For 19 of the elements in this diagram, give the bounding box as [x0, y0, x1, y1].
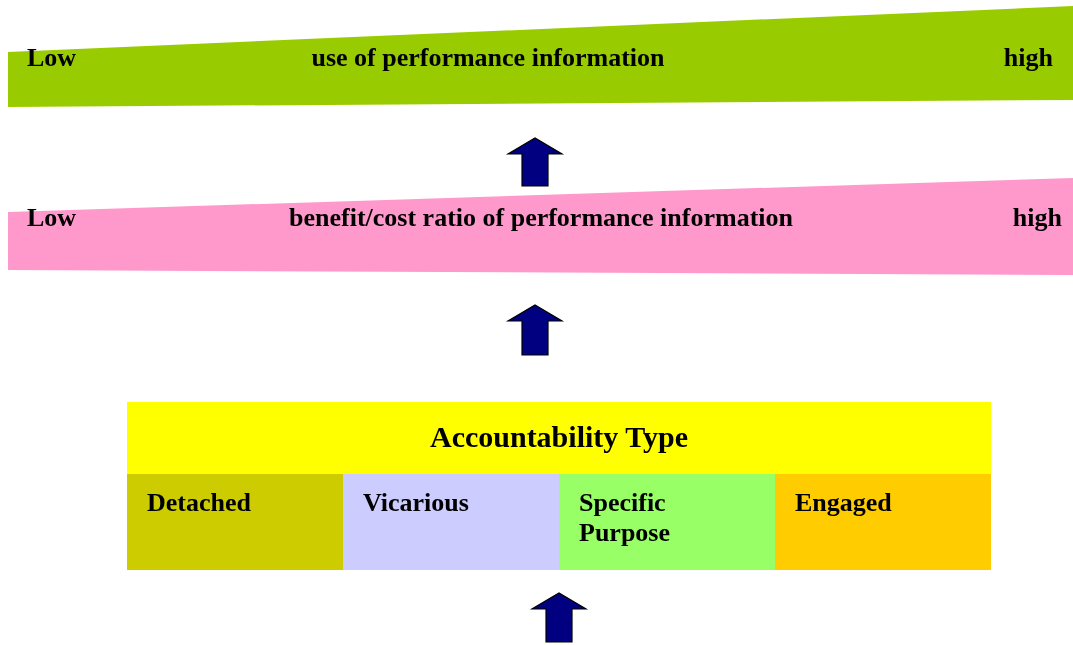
category-label: Detached: [147, 488, 252, 518]
panel-heading: Accountability Type: [429, 420, 689, 455]
scale-title: benefit/cost ratio of performance information: [289, 203, 793, 233]
category-cell: [343, 474, 559, 570]
block-arrow: [505, 137, 565, 187]
category-cell: [775, 474, 991, 570]
category-panel: [127, 402, 991, 570]
category-cell: [559, 474, 775, 570]
scale-low-label: Low: [27, 203, 77, 233]
category-label: Vicarious: [363, 488, 470, 518]
scale-high-label: high: [1012, 203, 1062, 233]
scale-title: use of performance information: [311, 43, 665, 73]
category-cell: [127, 474, 343, 570]
scale-high-label: high: [1003, 43, 1053, 73]
block-arrow: [529, 592, 589, 643]
category-label: Specific Purpose: [579, 488, 671, 548]
category-label: Engaged: [795, 488, 893, 518]
scale-low-label: Low: [27, 43, 77, 73]
block-arrow: [505, 304, 565, 356]
